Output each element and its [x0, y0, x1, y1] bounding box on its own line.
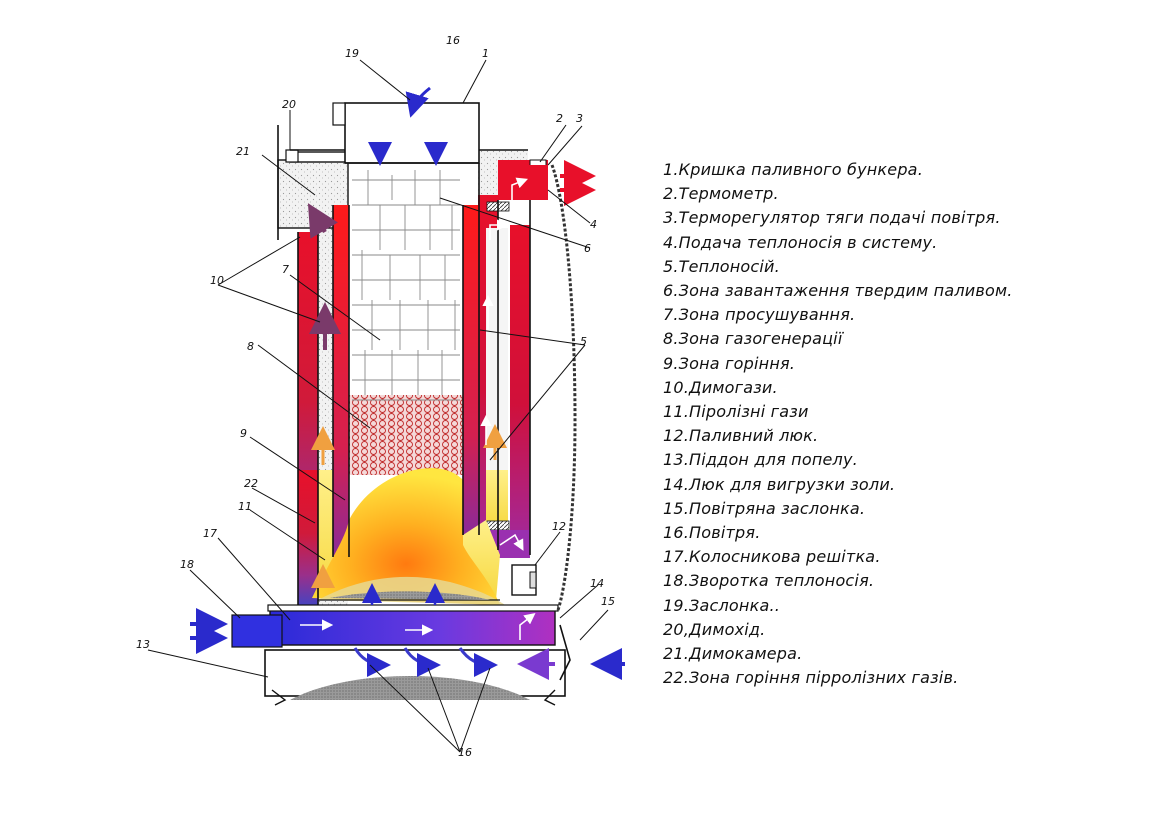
- callout-13: 13: [136, 638, 150, 651]
- legend-item: 12.Паливний люк.: [663, 426, 819, 446]
- callout-19: 19: [345, 47, 359, 60]
- flow-arrows: [190, 86, 625, 680]
- callout-22: 22: [244, 477, 258, 490]
- legend-item: 8.Зона газогенерації: [663, 329, 843, 349]
- callout-15: 15: [601, 595, 615, 608]
- callout-1: 1: [482, 47, 489, 60]
- legend-item: 11.Піролізні гази: [663, 402, 809, 422]
- legend-item: 17.Колосникова решітка.: [663, 547, 881, 567]
- callout-8: 8: [247, 340, 254, 353]
- callout-11: 11: [238, 500, 252, 513]
- callout-9: 9: [240, 427, 247, 440]
- callout-20: 20: [282, 98, 296, 111]
- legend-item: 14.Люк для вигрузки золи.: [663, 474, 896, 494]
- legend-list: 1.Кришка паливного бункера. 2.Термометр.…: [663, 158, 1133, 690]
- legend-item: 9.Зона горіння.: [663, 353, 796, 373]
- callout-17: 17: [203, 527, 217, 540]
- callout-21: 21: [236, 145, 250, 158]
- callout-5: 5: [580, 335, 587, 348]
- legend-item: 6.Зона завантаження твердим паливом.: [663, 281, 1013, 301]
- legend-item: 15.Повітряна заслонка.: [663, 498, 866, 518]
- legend-item: 18.Зворотка теплоносія.: [663, 571, 875, 591]
- legend-item: 7.Зона просушування.: [663, 305, 856, 325]
- legend-item: 22.Зона горіння пірролізних газів.: [663, 668, 959, 688]
- callout-4: 4: [590, 218, 597, 231]
- callout-6: 6: [584, 242, 591, 255]
- legend-item: 2.Термометр.: [663, 184, 779, 204]
- boiler-body: [231, 102, 577, 706]
- callout-14: 14: [590, 577, 604, 590]
- callout-10: 10: [210, 274, 224, 287]
- legend-item: 21.Димокамера.: [663, 644, 803, 664]
- legend-item: 5.Теплоносій.: [663, 256, 780, 276]
- callout-labels: 1 2 3 4 5 6 7 8 9 10 11 12 13 14 15 16 1…: [136, 34, 615, 759]
- callout-18: 18: [180, 558, 194, 571]
- leader-lines: [147, 59, 609, 753]
- legend-item: 13.Піддон для попелу.: [663, 450, 858, 470]
- legend-item: 20,Димохід.: [663, 619, 766, 639]
- callout-12: 12: [552, 520, 566, 533]
- callout-2: 2: [556, 112, 563, 125]
- legend-item: 3.Терморегулятор тяги подачі повітря.: [663, 208, 1001, 228]
- callout-3: 3: [576, 112, 583, 125]
- callout-16-top: 16: [446, 34, 460, 47]
- callout-16-bottom: 16: [458, 746, 472, 759]
- legend-item: 1.Кришка паливного бункера.: [663, 160, 923, 179]
- legend-item: 4.Подача теплоносія в систему.: [663, 232, 938, 252]
- legend-item: 10.Димогази.: [663, 377, 778, 397]
- legend-item: 19.Заслонка..: [663, 595, 781, 615]
- callout-7: 7: [282, 263, 289, 276]
- legend-item: 16.Повітря.: [663, 523, 761, 543]
